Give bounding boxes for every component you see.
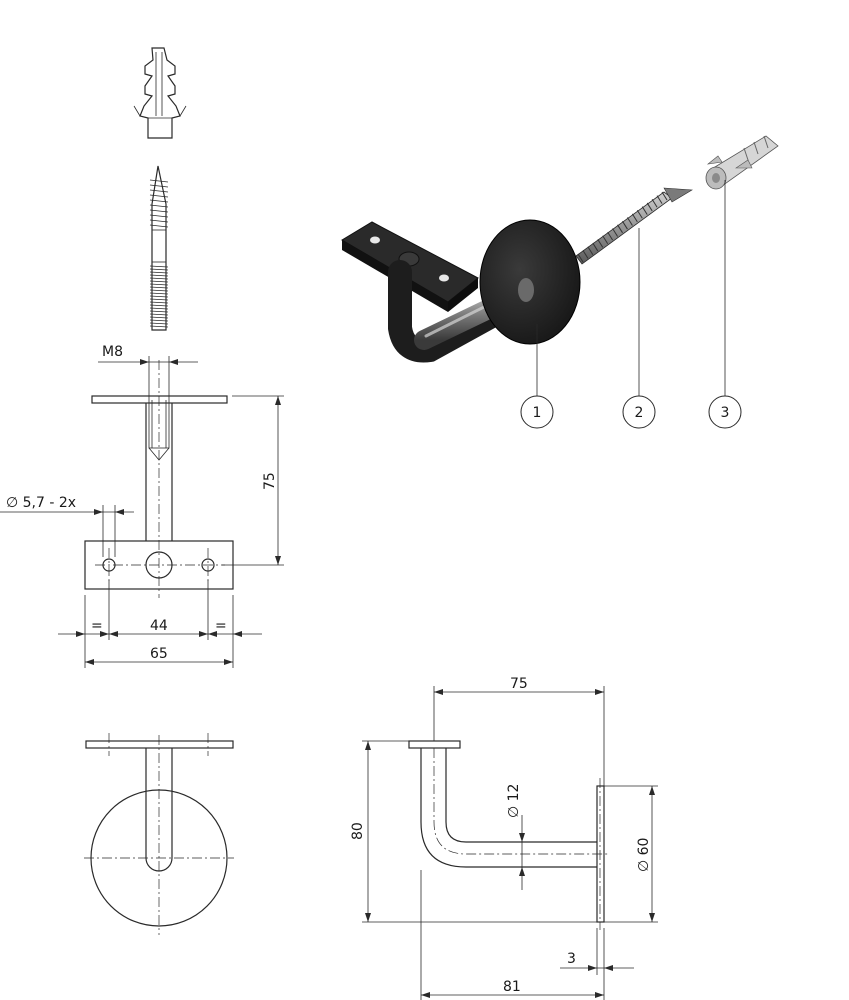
dim-disc-diameter: ∅ 60 xyxy=(604,785,658,923)
bolt-thread-line xyxy=(577,253,584,263)
dim-depth: 81 xyxy=(420,870,605,1000)
wood-thread-line xyxy=(149,179,169,183)
machine-thread-line xyxy=(149,298,169,301)
bolt-thread-line xyxy=(641,206,648,215)
machine-thread-line xyxy=(149,265,169,268)
callout-2: 2 xyxy=(622,228,656,429)
bracket-render xyxy=(341,219,581,363)
dim-eq-right-label: = xyxy=(215,618,227,634)
bolt-thread-line xyxy=(597,239,604,248)
dim-thread-label: M8 xyxy=(102,344,123,360)
dim-height-80-label: 80 xyxy=(350,822,366,840)
machine-thread-line xyxy=(149,289,169,292)
dim-height-75: 75 xyxy=(222,395,284,566)
dim-plate-width: 65 xyxy=(85,646,233,665)
dim-thickness-label: 3 xyxy=(567,951,576,967)
wood-thread-line xyxy=(149,189,169,193)
dim-height-80: 80 xyxy=(350,740,597,923)
machine-thread-line xyxy=(149,286,169,289)
bolt-thread-line xyxy=(651,199,658,208)
wood-thread-line xyxy=(149,194,169,198)
machine-thread-line xyxy=(149,322,169,325)
hanger-bolt-drawing xyxy=(149,165,169,331)
machine-thread-line xyxy=(149,316,169,319)
dim-reach-label: 75 xyxy=(510,676,528,692)
dim-plate-width-label: 65 xyxy=(150,646,168,662)
wall-plug-render xyxy=(705,135,779,190)
machine-thread-line xyxy=(149,268,169,271)
dim-hole-label: ∅ 5,7 - 2x xyxy=(6,495,76,511)
bolt-thread-line xyxy=(646,202,653,212)
wood-thread-line xyxy=(149,204,169,208)
machine-thread-line xyxy=(149,277,169,280)
bolt-thread-line xyxy=(612,228,619,237)
dim-reach: 75 xyxy=(433,676,605,786)
bolt-thread-line xyxy=(582,250,589,259)
wood-thread-line xyxy=(149,184,169,188)
machine-thread-line xyxy=(149,310,169,313)
dim-disc-diameter-label: ∅ 60 xyxy=(636,838,652,872)
machine-thread-line xyxy=(149,325,169,328)
machine-thread-line xyxy=(149,271,169,274)
side-view xyxy=(84,733,234,935)
profile-view xyxy=(408,740,610,930)
bolt-thread-line xyxy=(656,195,663,204)
wood-thread-line xyxy=(149,209,169,213)
dim-spacing: = 44 = xyxy=(58,580,262,668)
callout-2-label: 2 xyxy=(635,405,644,421)
bolt-thread-line xyxy=(661,191,668,201)
bolt-thread-line xyxy=(587,246,594,255)
dim-tube-diameter: ∅ 12 xyxy=(506,784,525,890)
machine-thread-line xyxy=(149,313,169,316)
machine-thread-line xyxy=(149,319,169,322)
wood-thread-line xyxy=(149,199,169,203)
wood-thread-line xyxy=(149,224,169,228)
dim-thread: M8 xyxy=(98,344,198,396)
bolt-thread-line xyxy=(607,231,614,241)
dim-thickness: 3 xyxy=(560,928,634,975)
bolt-thread-line xyxy=(602,235,609,245)
callout-3: 3 xyxy=(708,180,742,429)
wall-plug-drawing xyxy=(133,47,187,139)
bolt-thread-line xyxy=(617,224,623,234)
bolt-thread-line xyxy=(592,242,599,252)
dim-tube-diameter-label: ∅ 12 xyxy=(506,784,522,818)
machine-thread-line xyxy=(149,295,169,298)
machine-thread-line xyxy=(149,280,169,283)
machine-thread-line xyxy=(149,307,169,310)
bolt-thread-line xyxy=(626,217,633,226)
dim-eq-left-label: = xyxy=(91,618,103,634)
machine-thread-line xyxy=(149,292,169,295)
dim-depth-label: 81 xyxy=(503,979,521,995)
bolt-thread-line xyxy=(636,209,643,219)
callout-1-label: 1 xyxy=(533,405,542,421)
callout-3-label: 3 xyxy=(721,405,730,421)
machine-thread-line xyxy=(149,283,169,286)
bolt-thread-line xyxy=(622,220,628,230)
machine-thread-line xyxy=(149,274,169,277)
callout-1: 1 xyxy=(520,324,554,429)
dim-height-75-label: 75 xyxy=(262,472,278,490)
dim-hole: ∅ 5,7 - 2x xyxy=(0,495,134,557)
wood-thread-line xyxy=(149,214,169,218)
front-view xyxy=(84,360,234,598)
bolt-thread-line xyxy=(631,213,638,223)
machine-thread-line xyxy=(149,304,169,307)
dim-spacing-label: 44 xyxy=(150,618,168,634)
hanger-bolt-render xyxy=(575,187,693,265)
machine-thread-line xyxy=(149,301,169,304)
wood-thread-line xyxy=(149,219,169,223)
